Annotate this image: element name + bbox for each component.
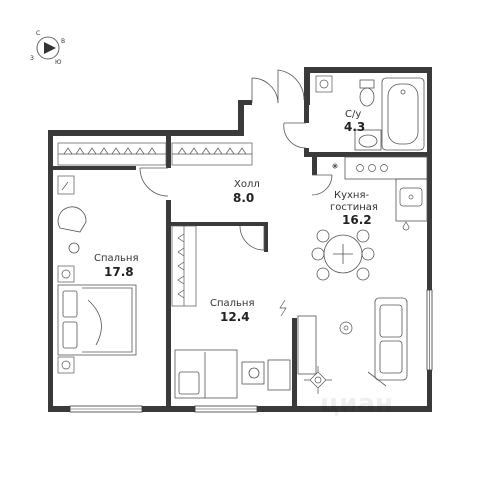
outer-walls: [48, 67, 432, 412]
doors: [139, 69, 333, 251]
entrance-door-leaf: [277, 69, 305, 103]
coffee-table: [339, 321, 353, 335]
wardrobe-hall: [171, 142, 253, 166]
bathroom-name: С/у: [345, 109, 361, 120]
double-bed: [57, 284, 137, 356]
water-drop-icon: [402, 221, 410, 231]
kitchen-name-line2: гостиная: [330, 202, 378, 213]
toilet: [359, 79, 375, 107]
bathroom-area: 4.3: [344, 120, 365, 134]
bedroom-mid-name: Спальня: [210, 298, 255, 309]
single-bed: [174, 349, 238, 399]
compass-west-label: З: [30, 55, 34, 62]
room-bedroom-mid: Спальня 12.4: [210, 298, 255, 324]
bedside-tables: [57, 265, 75, 374]
hall-area: 8.0: [233, 191, 254, 205]
compass-north-label: С: [36, 30, 40, 37]
compass-south-label: Ю: [55, 59, 62, 66]
wardrobe-bedroom-mid: [171, 225, 197, 307]
sofa: [374, 297, 408, 381]
radiator: [292, 318, 297, 368]
vent-icon: [332, 163, 338, 169]
bedroom-mid-door: [239, 225, 265, 251]
hall-name: Холл: [234, 179, 260, 190]
electric-icon: [279, 299, 287, 317]
desk-chair: [241, 359, 291, 391]
stove: [356, 164, 388, 172]
tv-unit: [297, 315, 317, 375]
windows: [69, 289, 433, 413]
bedroom-left-door: [139, 167, 169, 197]
bathroom-sink: [354, 129, 382, 151]
kitchen-name-line1: Кухня-: [334, 190, 369, 201]
room-kitchen: Кухня- гостиная 16.2: [330, 190, 378, 227]
dining-table: [311, 229, 375, 281]
room-hall: Холл 8.0: [233, 179, 260, 205]
desk-lamp-icon: [57, 175, 75, 195]
plant-icon: [304, 366, 332, 394]
compass-east-label: В: [61, 38, 65, 45]
room-bathroom: С/у 4.3: [344, 109, 365, 134]
boiler-icon: [315, 75, 333, 93]
compass-ring: [36, 36, 60, 60]
kitchen-counter: [344, 156, 428, 222]
compass: С В Ю З: [30, 30, 65, 66]
room-bedroom-left: Спальня 17.8: [94, 253, 139, 279]
bathroom-door: [283, 122, 307, 149]
armchair: [57, 206, 87, 254]
floor-lamp: [367, 371, 387, 387]
wardrobe-top: [57, 142, 167, 166]
bedroom-left-area: 17.8: [104, 265, 134, 279]
bathtub: [381, 77, 425, 151]
kitchen-sink: [399, 187, 423, 207]
watermark: циан: [320, 389, 393, 419]
bedroom-left-name: Спальня: [94, 253, 139, 264]
compass-arrow-icon: [44, 42, 56, 54]
kitchen-area: 16.2: [342, 213, 372, 227]
kitchen-door: [311, 174, 333, 196]
entrance-door: [251, 77, 279, 104]
bedroom-mid-area: 12.4: [220, 310, 250, 324]
